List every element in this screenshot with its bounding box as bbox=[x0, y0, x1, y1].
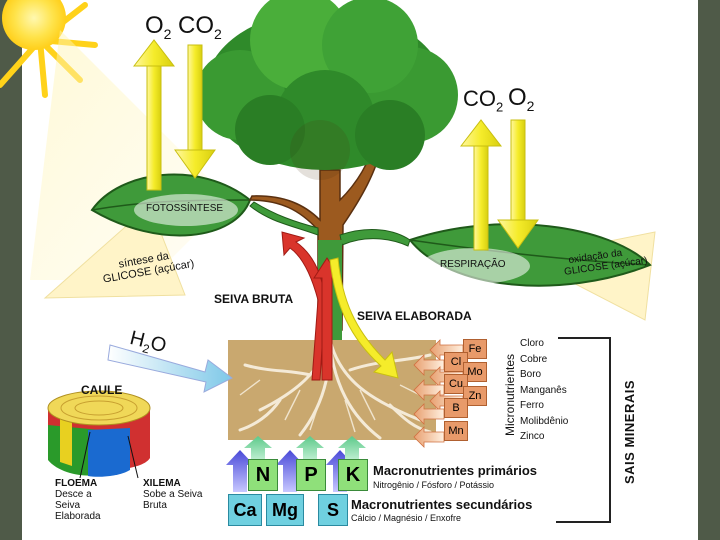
micronutrient-box-b: B bbox=[444, 398, 468, 418]
mineral-salts-title: SAIS MINERAIS bbox=[622, 379, 637, 484]
macronutrient-box-n: N bbox=[248, 459, 278, 491]
macronutrient-box-p: P bbox=[296, 459, 326, 491]
macronutrient-box-s: S bbox=[318, 494, 348, 526]
primary-macronutrients-subtitle: Nitrogênio / Fósforo / Potássio bbox=[373, 480, 495, 490]
elaborated-sap-arrow bbox=[329, 257, 399, 379]
micronutrient-box-mo: Mo bbox=[463, 362, 487, 382]
co2-down-arrow-left bbox=[174, 44, 216, 179]
macronutrient-box-mg: Mg bbox=[266, 494, 304, 526]
micronutrient-name: Cloro bbox=[520, 338, 544, 349]
micronutrient-name: Manganês bbox=[520, 384, 567, 396]
primary-macronutrients-title: Macronutrientes primários bbox=[373, 463, 537, 478]
respiration-highlight bbox=[420, 248, 530, 284]
photosynthesis-highlight bbox=[134, 194, 238, 226]
micronutrient-name: Cobre bbox=[520, 353, 548, 365]
macronutrient-box-ca: Ca bbox=[228, 494, 262, 526]
o2-up-arrow-left bbox=[132, 39, 176, 191]
micronutrient-name: Molibdênio bbox=[520, 415, 569, 427]
micronutrients-title: Micronutrientes bbox=[503, 353, 517, 436]
micronutrient-names: Cloro Cobre Boro Manganês Ferro Molibdên… bbox=[520, 336, 568, 445]
xylem-label: XILEMA Sobe a Seiva Bruta bbox=[143, 478, 203, 511]
raw-sap-label: SEIVA BRUTA bbox=[214, 292, 294, 306]
tree-canopy bbox=[195, 0, 458, 180]
micronutrient-box-zn: Zn bbox=[463, 386, 487, 406]
respiration-label: RESPIRAÇÃO bbox=[440, 259, 506, 270]
o2-label-right: O2 bbox=[508, 84, 535, 114]
o2-down-arrow-right bbox=[497, 119, 539, 249]
micronutrient-name: Ferro bbox=[520, 400, 544, 411]
micronutrient-box-fe: Fe bbox=[463, 339, 487, 359]
co2-label-right: CO2 bbox=[463, 86, 504, 115]
stem-cross-section bbox=[47, 390, 151, 479]
phloem-label: FLOEMA Desce a Seiva Elaborada bbox=[55, 478, 101, 522]
micronutrient-name: Zinco bbox=[520, 431, 545, 442]
o2-label-left: O2 bbox=[145, 12, 172, 42]
minerals-bracket bbox=[556, 337, 611, 523]
secondary-macronutrients-subtitle: Cálcio / Magnésio / Enxofre bbox=[351, 513, 462, 523]
stem-label: CAULE bbox=[81, 383, 123, 397]
co2-label-left: CO2 bbox=[178, 12, 222, 42]
micronutrient-box-cl: Cl bbox=[444, 352, 468, 372]
micronutrient-box-cu: Cu bbox=[444, 374, 468, 394]
secondary-macronutrients-title: Macronutrientes secundários bbox=[351, 497, 533, 512]
photosynthesis-label: FOTOSSÍNTESE bbox=[146, 203, 224, 214]
micronutrient-box-mn: Mn bbox=[444, 421, 468, 441]
co2-up-arrow-right bbox=[459, 119, 503, 251]
micronutrient-name: Boro bbox=[520, 369, 542, 380]
elaborated-sap-label: SEIVA ELABORADA bbox=[357, 309, 472, 323]
macronutrient-box-k: K bbox=[338, 459, 368, 491]
water-arrow bbox=[107, 344, 233, 393]
